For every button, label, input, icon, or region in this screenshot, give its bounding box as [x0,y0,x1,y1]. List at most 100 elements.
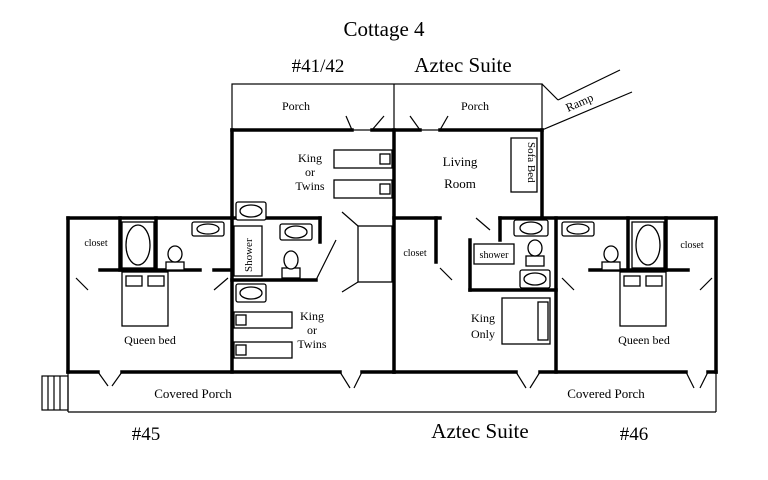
ramp [541,69,633,131]
king-twins-top-1: King [298,151,322,165]
right-center-bath [473,219,551,289]
toilet-tank [525,255,545,267]
door-swing [529,371,541,389]
door-swing [213,277,229,291]
plan-title: Cottage 4 [343,17,425,41]
right-bath [561,221,667,327]
center-walls [230,128,544,374]
door-swing [341,211,359,227]
ramp-edge [541,83,559,101]
pillow [379,183,391,195]
suite-name-bottom: Aztec Suite [431,419,528,443]
center-fixtures [235,201,313,303]
living-room-label-1: Living [443,154,478,169]
sink-basin [239,204,263,218]
tub-basin [125,224,151,266]
king-twins-bottom-1: King [300,309,324,323]
covered-porch-right-label: Covered Porch [567,386,645,401]
door-swing [371,115,385,131]
door-swing [699,371,709,389]
sink-basin [284,225,308,239]
twin-bed [233,311,293,329]
left-wing-walls [66,216,396,374]
center-bath [230,216,337,282]
unit-number-41-42: #41/42 [292,56,345,77]
left-bath [121,221,225,327]
toilet-bowl [527,239,543,257]
king-twins-bottom-2: or [307,323,317,337]
queen-bed-right-label: Queen bed [618,333,670,347]
twin-beds-bottom [233,311,293,359]
right-wing-walls [392,216,718,374]
door-swing [97,371,109,387]
king-twins-bottom-3: Twins [297,337,326,351]
ramp-label: Ramp [564,90,596,114]
pillow [645,275,663,287]
living-room-label-2: Room [444,176,476,191]
pillow [235,344,247,356]
door-swing [475,217,491,231]
door-swing [409,115,421,131]
king-only-label-2: Only [471,327,495,341]
toilet-bowl [283,250,299,270]
suite-name-top: Aztec Suite [414,53,511,77]
king-only-label-1: King [471,311,495,325]
sofa-bed [510,137,538,193]
pillow [125,275,143,287]
pillow [537,301,549,341]
top-porch [231,83,543,131]
sofa-bed-label: Sofa Bed [525,142,537,183]
door-swing [515,371,527,389]
shower-right-label: shower [480,250,510,261]
sink-basin [239,286,263,300]
toilet-bowl [167,245,183,263]
closet-right-label: closet [680,240,704,251]
twin-bed [333,179,393,199]
door-swing [75,277,89,291]
toilet-bowl [603,245,619,263]
door-swing [685,371,695,389]
shower-stall [233,225,263,277]
door-swing [561,277,575,291]
king-twins-top-3: Twins [295,179,324,193]
porch-outline [231,83,543,131]
ramp-edge [557,69,621,101]
door-swing [341,281,359,293]
pillow [235,314,247,326]
shower-stall [473,243,515,265]
ramp-edge [541,91,633,131]
unit-number-45: #45 [132,424,161,445]
door-swings [75,115,713,389]
sink-basin [523,272,547,286]
covered-porch-left-label: Covered Porch [154,386,232,401]
sink-basin [519,221,543,235]
closet-center-label: closet [403,248,427,259]
unit-number-46: #46 [620,424,649,445]
toilet-tank [601,261,621,271]
door-swing [699,277,713,291]
dresser [357,225,393,283]
door-swing [353,371,363,389]
door-swing [111,371,123,387]
sink-basin [566,223,590,235]
center-dresser [341,211,393,293]
queen-bed-left-label: Queen bed [124,333,176,347]
king-bed [501,297,551,345]
steps [41,375,69,411]
door-swing [345,115,353,131]
shower-center-label: Shower [243,238,255,272]
bath-door [315,239,337,281]
twin-beds-top [333,149,393,199]
twin-bed [233,341,293,359]
pillow [379,153,391,165]
pillow [623,275,641,287]
door-swing [439,115,449,131]
pillow [147,275,165,287]
toilet-tank [165,261,185,271]
porch-left-label: Porch [282,99,310,113]
twin-bed [333,149,393,169]
door-swing [339,371,351,389]
closet-left-label: closet [84,238,108,249]
